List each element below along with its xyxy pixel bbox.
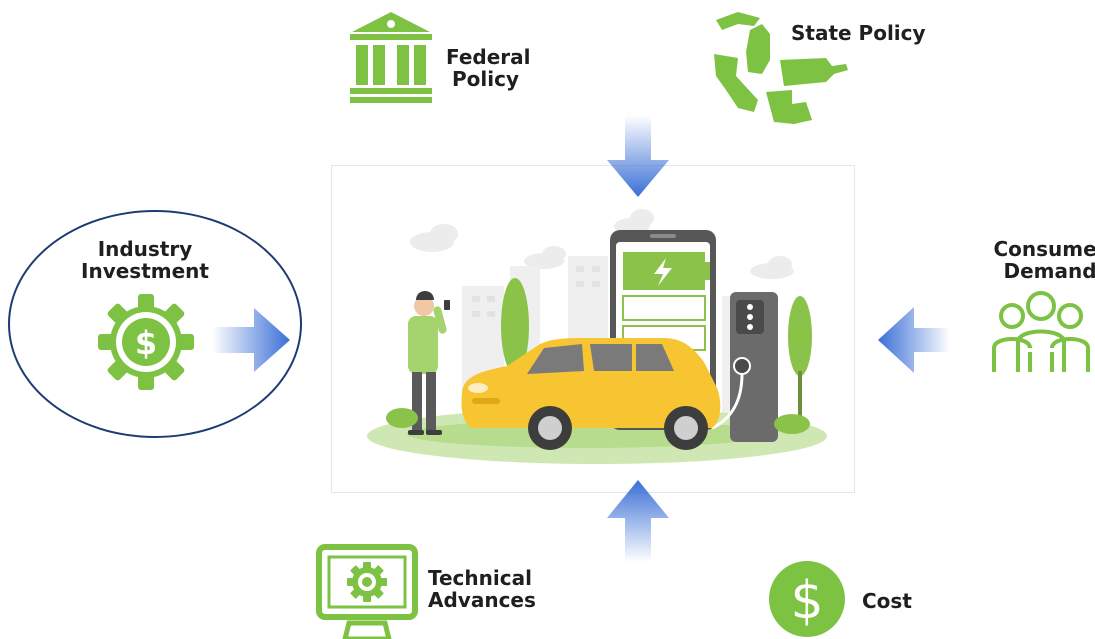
technical-advances-line1: Technical <box>428 566 532 590</box>
svg-text:$: $ <box>790 571 823 631</box>
industry-investment-ellipse <box>8 210 302 438</box>
federal-policy-line2: Policy <box>452 67 520 91</box>
consumer-demand-line1: Consumer <box>993 237 1095 261</box>
federal-policy-label: Federal Policy <box>446 46 531 90</box>
federal-policy-line1: Federal <box>446 45 531 69</box>
arrow-down-top <box>607 115 669 197</box>
federal-policy-icon <box>348 10 434 104</box>
arrow-up-bottom <box>607 480 669 562</box>
technical-advances-line2: Advances <box>428 588 536 612</box>
technical-advances-label: Technical Advances <box>428 567 536 611</box>
us-states-map-icon <box>708 8 850 130</box>
monitor-gear-icon <box>315 543 419 639</box>
industry-investment-line1: Industry <box>97 237 193 261</box>
gear-dollar-icon: $ <box>96 292 196 392</box>
cost-label: Cost <box>862 589 912 613</box>
consumer-demand-label: Consumer Demand <box>985 238 1095 282</box>
industry-investment-line2: Investment <box>81 259 209 283</box>
arrow-left-right <box>878 307 950 373</box>
ev-charging-illustration <box>331 165 855 493</box>
consumer-demand-line2: Demand <box>1003 259 1095 283</box>
dollar-circle-icon: $ <box>768 560 846 638</box>
industry-investment-label: Industry Investment <box>70 238 220 282</box>
state-policy-label: State Policy <box>791 21 926 45</box>
people-group-icon <box>990 288 1095 374</box>
svg-text:$: $ <box>135 324 157 362</box>
